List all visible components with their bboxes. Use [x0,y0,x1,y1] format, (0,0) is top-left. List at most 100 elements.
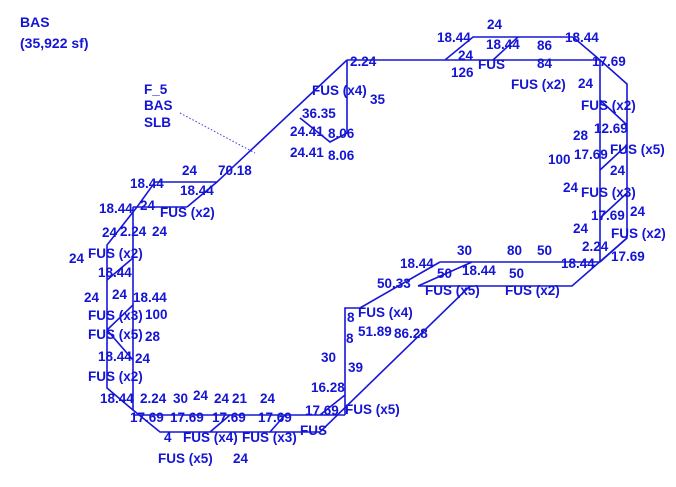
section-label: FUS [300,423,327,438]
dimension-label: 24.41 [290,124,324,139]
dimension-label: 18.44 [98,349,132,364]
section-label: FUS (x5) [610,142,665,157]
dimension-label: 24 [69,251,85,266]
wall [599,144,628,171]
section-label: FUS [478,57,505,72]
section-label: FUS (x5) [425,283,480,298]
dimension-label: 24 [182,163,198,178]
dimension-label: 86 [537,38,553,53]
dimension-label: 30 [173,391,188,406]
dimension-label: 24 [573,221,589,236]
wall [344,307,360,415]
dimension-label: 4 [164,430,172,445]
wall [599,192,628,219]
wall [209,414,231,433]
section-label: FUS (x2) [88,246,143,261]
dimension-label: 18.44 [437,30,471,45]
wall [106,257,134,281]
dimension-label: 24 [260,391,276,406]
dimension-label: 24.41 [290,145,324,160]
callout-leader [179,112,256,154]
dimension-label: 30 [321,350,336,365]
dimension-label: 8 [347,310,355,325]
callout-line: BAS [144,98,173,113]
dimension-label: 70.18 [218,163,252,178]
dimension-label: 24 [84,290,100,305]
dimension-label: 18.44 [561,256,595,271]
dimension-label: 2.24 [120,224,147,239]
dimension-label: 24 [487,17,503,32]
section-label: FUS (x4) [312,83,367,98]
dimension-label: 18.44 [133,290,167,305]
wall [599,237,628,263]
sketch-area: (35,922 sf) [20,35,88,51]
dimension-label: 24 [135,351,151,366]
dimension-label: 28 [145,329,161,344]
dimension-label: 24 [112,287,128,302]
dimension-label: 24 [140,198,156,213]
wall [599,99,628,126]
section-label: FUS (x4) [358,305,413,320]
sketch-title: BAS [20,14,50,30]
section-label: FUS (x3) [88,308,143,323]
dimension-label: 24 [233,451,249,466]
dimension-label: 17.69 [258,410,292,425]
dimension-label: 39 [348,360,363,375]
section-label: FUS (x2) [160,205,215,220]
dimension-label: 50.33 [377,276,411,291]
dimension-label: 17.69 [212,410,246,425]
dimension-label: 36.35 [302,106,336,121]
dimension-label: 18.44 [462,263,496,278]
dimension-label: 24 [102,225,118,240]
dimension-label: 12.69 [594,121,628,136]
dimension-label: 21 [232,391,248,406]
dimension-label: 24 [578,76,594,91]
dimension-label: 28 [573,128,589,143]
dimension-label: 17.69 [591,208,625,223]
section-label: FUS (x5) [345,402,400,417]
callout-line: SLB [144,115,171,130]
dimension-label: 24 [563,180,579,195]
sketch-outlines [106,36,628,433]
dimension-label: 18.44 [180,183,214,198]
dimension-label: 18.44 [130,176,164,191]
dimension-label: 50 [537,243,552,258]
dimension-label: 80 [507,243,522,258]
dimension-label: 17.69 [592,54,626,69]
section-label: FUS (x5) [88,327,143,342]
dimension-label: 18.44 [99,201,133,216]
section-label: FUS (x5) [158,451,213,466]
section-label: FUS (x4) [183,430,238,445]
dimension-label: 17.69 [611,249,645,264]
wall [492,36,519,61]
dimension-label: 51.89 [358,324,392,339]
dimension-label: 84 [537,56,553,71]
section-label: FUS (x3) [242,430,297,445]
dimension-label: 18.44 [486,37,520,52]
dimension-label: 100 [548,152,571,167]
dimension-label: 30 [457,243,472,258]
dimension-label: 2.24 [350,54,377,69]
dimension-label: 17.69 [170,410,204,425]
dimension-label: 24 [152,224,168,239]
dimension-label: 126 [451,65,474,80]
section-label: FUS (x2) [511,77,566,92]
dimension-label: 100 [145,307,168,322]
dimension-label: 2.24 [140,391,167,406]
dimension-label: 24 [458,48,474,63]
wall [269,414,286,433]
section-label: FUS (x2) [611,226,666,241]
dimension-label: 86.28 [394,326,428,341]
wall [186,181,218,208]
wall [319,394,346,416]
dimension-label: 35 [370,92,386,107]
section-label: FUS (x2) [505,283,560,298]
dimension-label: 24 [610,163,626,178]
dimension-label: 2.24 [582,239,609,254]
section-label: FUS (x2) [88,369,143,384]
section-label: FUS (x3) [581,185,636,200]
wall [417,261,473,287]
outer-outline [106,36,628,433]
